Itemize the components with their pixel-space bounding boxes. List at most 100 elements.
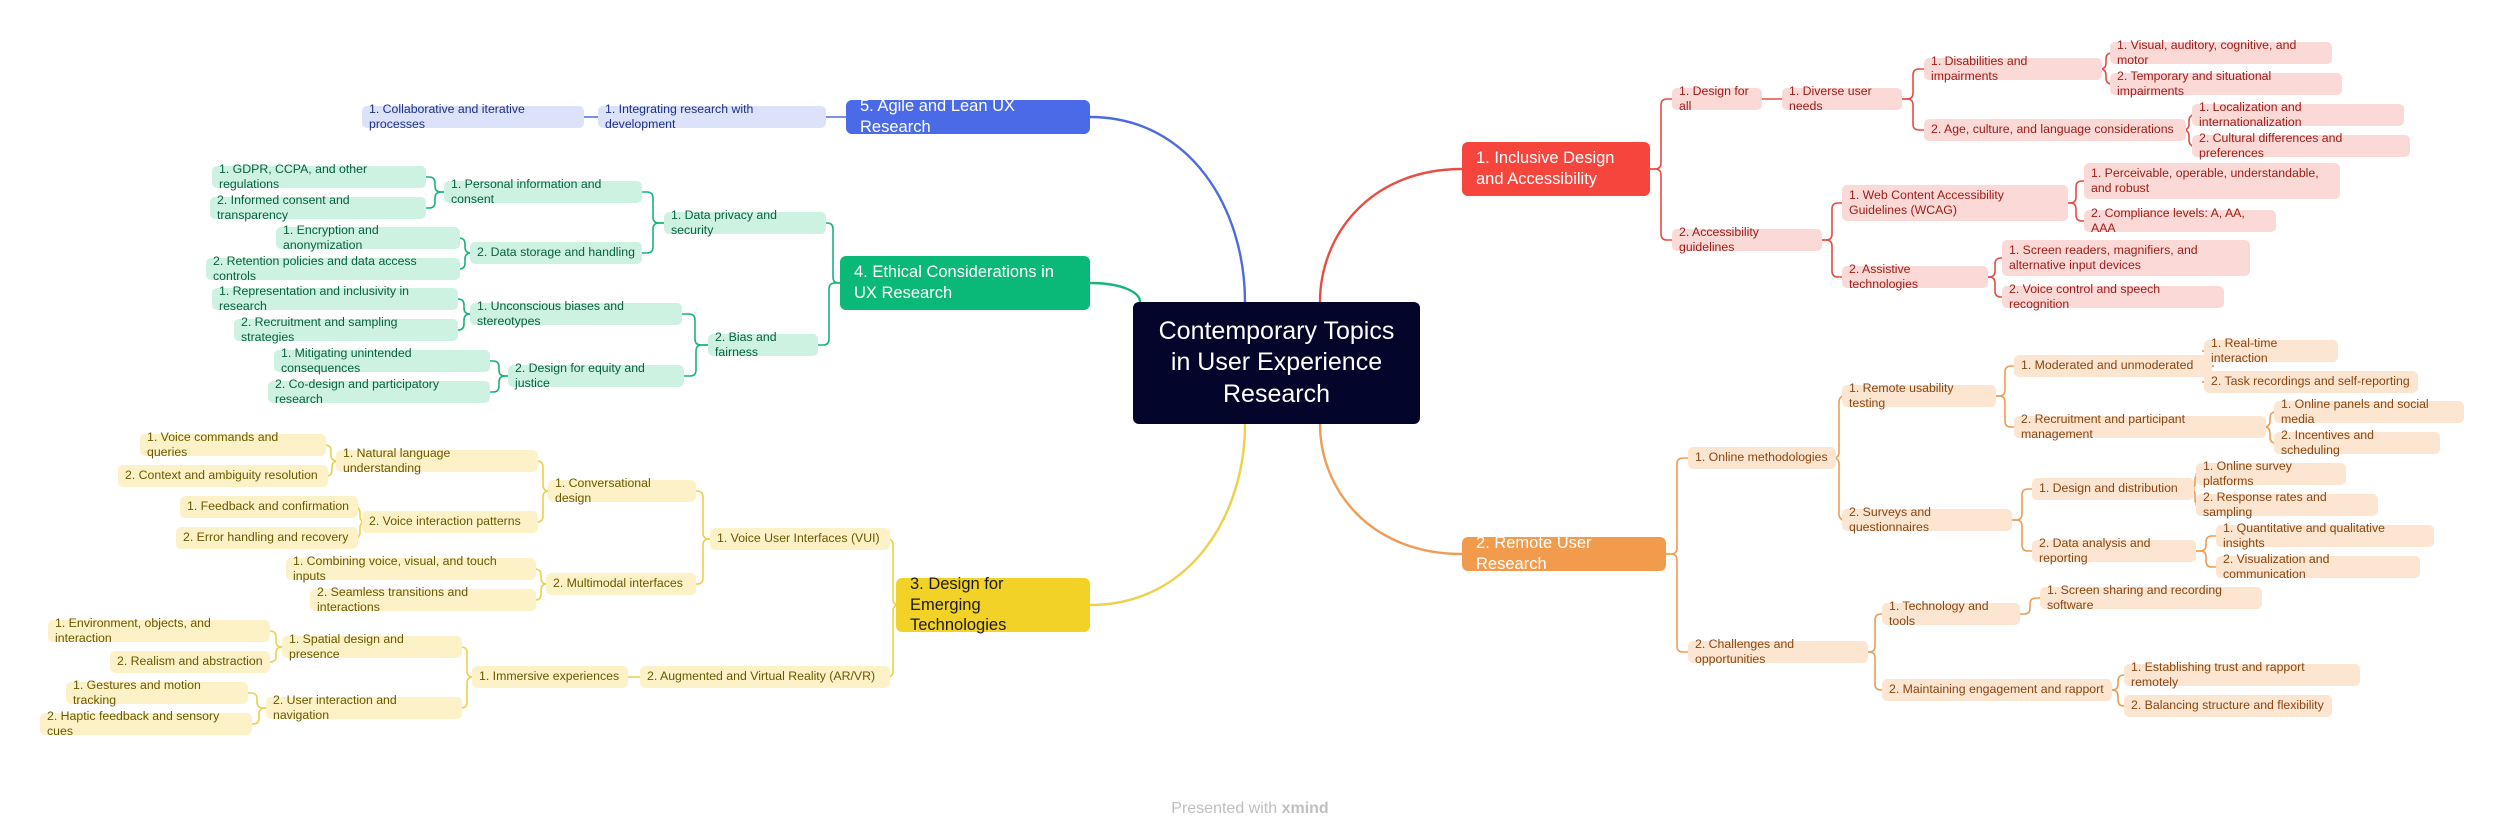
main-topic-3-design-for-emerging-technologies[interactable]: 3. Design for Emerging Technologies xyxy=(896,575,1090,634)
subtopic-2-user-interaction-and-navigation[interactable]: 2. User interaction and navigation xyxy=(266,693,462,722)
node-label: 1. Feedback and confirmation xyxy=(187,499,350,514)
connector-line xyxy=(2099,68,2113,85)
subtopic-1-feedback-and-confirmation[interactable]: 1. Feedback and confirmation xyxy=(180,496,358,518)
subtopic-1-mitigating-unintended-consequences[interactable]: 1. Mitigating unintended consequences xyxy=(274,346,490,375)
node-label: 1. Voice commands and queries xyxy=(147,429,279,459)
subtopic-2-incentives-and-scheduling[interactable]: 2. Incentives and scheduling xyxy=(2274,428,2440,457)
subtopic-1-establishing-trust-and-rapport-remotely[interactable]: 1. Establishing trust and rapport remote… xyxy=(2124,660,2360,689)
subtopic-1-online-survey-platforms[interactable]: 1. Online survey platforms xyxy=(2196,459,2346,488)
subtopic-1-quantitative-and-qualitative-insights[interactable]: 1. Quantitative and qualitative insights xyxy=(2216,521,2434,550)
subtopic-1-visual-auditory-cognitive-and-motor[interactable]: 1. Visual, auditory, cognitive, and moto… xyxy=(2110,38,2332,67)
subtopic-1-immersive-experiences[interactable]: 1. Immersive experiences xyxy=(472,666,628,688)
subtopic-2-balancing-structure-and-flexibility[interactable]: 2. Balancing structure and flexibility xyxy=(2124,695,2332,717)
subtopic-2-response-rates-and-sampling[interactable]: 2. Response rates and sampling xyxy=(2196,490,2378,519)
subtopic-2-error-handling-and-recovery[interactable]: 2. Error handling and recovery xyxy=(176,527,358,549)
subtopic-1-design-and-distribution[interactable]: 1. Design and distribution xyxy=(2032,478,2194,500)
subtopic-2-data-storage-and-handling[interactable]: 2. Data storage and handling xyxy=(470,242,642,264)
subtopic-1-moderated-and-unmoderated[interactable]: 1. Moderated and unmoderated xyxy=(2014,355,2212,377)
subtopic-2-task-recordings-and-self-reporting[interactable]: 2. Task recordings and self-reporting xyxy=(2204,371,2418,393)
subtopic-2-cultural-differences-and-preferences[interactable]: 2. Cultural differences and preferences xyxy=(2192,131,2410,160)
connector-line xyxy=(534,583,548,601)
subtopic-2-data-analysis-and-reporting[interactable]: 2. Data analysis and reporting xyxy=(2032,536,2196,565)
subtopic-1-conversational-design[interactable]: 1. Conversational design xyxy=(548,476,696,505)
node-label: 1. Online panels and social media xyxy=(2281,396,2429,426)
connector-line xyxy=(1821,239,1843,278)
subtopic-1-perceivable-operable-understandable-and-robust[interactable]: 1. Perceivable, operable, understandable… xyxy=(2084,163,2340,199)
subtopic-1-integrating-research-with-development[interactable]: 1. Integrating research with development xyxy=(598,102,826,131)
main-topic-5-agile-and-lean-ux-research[interactable]: 5. Agile and Lean UX Research xyxy=(846,97,1090,136)
connector-line xyxy=(1987,257,2003,278)
subtopic-2-augmented-and-virtual-reality-ar-vr[interactable]: 2. Augmented and Virtual Reality (AR/VR) xyxy=(640,666,890,688)
subtopic-2-co-design-and-participatory-research[interactable]: 2. Co-design and participatory research xyxy=(268,377,490,406)
subtopic-1-data-privacy-and-security[interactable]: 1. Data privacy and security xyxy=(664,208,826,237)
subtopic-1-encryption-and-anonymization[interactable]: 1. Encryption and anonymization xyxy=(276,223,460,252)
connector-line xyxy=(1665,457,1689,555)
connector-line xyxy=(825,222,841,284)
subtopic-1-localization-and-internationalization[interactable]: 1. Localization and internationalization xyxy=(2192,100,2404,129)
main-topic-4-ethical-considerations-in-ux-research[interactable]: 4. Ethical Considerations in UX Research xyxy=(840,256,1090,310)
subtopic-2-voice-interaction-patterns[interactable]: 2. Voice interaction patterns xyxy=(362,511,538,533)
subtopic-2-temporary-and-situational-impairments[interactable]: 2. Temporary and situational impairments xyxy=(2110,69,2342,98)
connector-line xyxy=(1088,281,1142,304)
subtopic-2-recruitment-and-sampling-strategies[interactable]: 2. Recruitment and sampling strategies xyxy=(234,315,458,344)
subtopic-1-disabilities-and-impairments[interactable]: 1. Disabilities and impairments xyxy=(1924,54,2102,83)
subtopic-1-voice-user-interfaces-vui[interactable]: 1. Voice User Interfaces (VUI) xyxy=(710,528,890,550)
subtopic-2-informed-consent-and-transparency[interactable]: 2. Informed consent and transparency xyxy=(210,193,426,222)
subtopic-2-surveys-and-questionnaires[interactable]: 2. Surveys and questionnaires xyxy=(1842,505,2012,534)
subtopic-1-personal-information-and-consent[interactable]: 1. Personal information and consent xyxy=(444,177,642,206)
node-label: 1. Combining voice, visual, and touch in… xyxy=(293,553,497,583)
subtopic-2-context-and-ambiguity-resolution[interactable]: 2. Context and ambiguity resolution xyxy=(118,465,328,487)
subtopic-2-accessibility-guidelines[interactable]: 2. Accessibility guidelines xyxy=(1672,225,1822,254)
subtopic-1-web-content-accessibility-guidelines-wcag[interactable]: 1. Web Content Accessibility Guidelines … xyxy=(1842,185,2068,221)
footer-prefix: Presented with xyxy=(1171,800,1278,817)
subtopic-2-visualization-and-communication[interactable]: 2. Visualization and communication xyxy=(2216,552,2420,581)
subtopic-2-retention-policies-and-data-access-controls[interactable]: 2. Retention policies and data access co… xyxy=(206,254,460,283)
subtopic-2-bias-and-fairness[interactable]: 2. Bias and fairness xyxy=(708,330,818,359)
subtopic-2-voice-control-and-speech-recognition[interactable]: 2. Voice control and speech recognition xyxy=(2002,282,2224,311)
subtopic-1-representation-and-inclusivity-in-research[interactable]: 1. Representation and inclusivity in res… xyxy=(212,284,458,313)
connector-line xyxy=(1901,98,1925,131)
subtopic-2-realism-and-abstraction[interactable]: 2. Realism and abstraction xyxy=(110,651,270,673)
node-label: 2. Incentives and scheduling xyxy=(2281,427,2374,457)
subtopic-1-gestures-and-motion-tracking[interactable]: 1. Gestures and motion tracking xyxy=(66,678,248,707)
subtopic-1-natural-language-understanding[interactable]: 1. Natural language understanding xyxy=(336,446,538,475)
node-label: 1. Environment, objects, and interaction xyxy=(55,615,211,645)
node-label: 2. Visualization and communication xyxy=(2223,551,2330,581)
subtopic-2-challenges-and-opportunities[interactable]: 2. Challenges and opportunities xyxy=(1688,637,1868,666)
subtopic-1-screen-sharing-and-recording-software[interactable]: 1. Screen sharing and recording software xyxy=(2040,583,2262,612)
subtopic-1-online-panels-and-social-media[interactable]: 1. Online panels and social media xyxy=(2274,397,2464,426)
subtopic-1-combining-voice-visual-and-touch-inputs[interactable]: 1. Combining voice, visual, and touch in… xyxy=(286,554,536,583)
connector-line xyxy=(1987,276,2003,298)
subtopic-2-recruitment-and-participant-management[interactable]: 2. Recruitment and participant managemen… xyxy=(2014,412,2266,441)
subtopic-1-remote-usability-testing[interactable]: 1. Remote usability testing xyxy=(1842,381,1996,410)
node-label: 1. Design and distribution xyxy=(2039,481,2178,496)
subtopic-1-screen-readers-magnifiers-and-alternative-inpu[interactable]: 1. Screen readers, magnifiers, and alter… xyxy=(2002,240,2250,276)
subtopic-2-age-culture-and-language-considerations[interactable]: 2. Age, culture, and language considerat… xyxy=(1924,119,2186,141)
subtopic-1-collaborative-and-iterative-processes[interactable]: 1. Collaborative and iterative processes xyxy=(362,102,584,131)
connector-line xyxy=(2195,550,2217,568)
node-label: 2. User interaction and navigation xyxy=(273,692,397,722)
subtopic-1-online-methodologies[interactable]: 1. Online methodologies xyxy=(1688,447,1836,469)
subtopic-2-haptic-feedback-and-sensory-cues[interactable]: 2. Haptic feedback and sensory cues xyxy=(40,709,252,738)
node-label: 2. Remote User Research xyxy=(1476,534,1592,573)
subtopic-1-real-time-interaction[interactable]: 1. Real-time interaction xyxy=(2204,336,2338,365)
subtopic-1-spatial-design-and-presence[interactable]: 1. Spatial design and presence xyxy=(282,632,462,661)
central-topic[interactable]: Contemporary Topics in User Experience R… xyxy=(1133,302,1420,424)
subtopic-2-multimodal-interfaces[interactable]: 2. Multimodal interfaces xyxy=(546,573,696,595)
subtopic-1-unconscious-biases-and-stereotypes[interactable]: 1. Unconscious biases and stereotypes xyxy=(470,299,682,328)
subtopic-1-technology-and-tools[interactable]: 1. Technology and tools xyxy=(1882,599,2020,628)
subtopic-2-maintaining-engagement-and-rapport[interactable]: 2. Maintaining engagement and rapport xyxy=(1882,679,2112,701)
subtopic-2-seamless-transitions-and-interactions[interactable]: 2. Seamless transitions and interactions xyxy=(310,585,536,614)
subtopic-1-voice-commands-and-queries[interactable]: 1. Voice commands and queries xyxy=(140,430,326,459)
node-label: 1. Online survey platforms xyxy=(2203,458,2292,488)
subtopic-2-assistive-technologies[interactable]: 2. Assistive technologies xyxy=(1842,262,1988,291)
subtopic-1-gdpr-ccpa-and-other-regulations[interactable]: 1. GDPR, CCPA, and other regulations xyxy=(212,162,426,191)
subtopic-2-compliance-levels-a-aa-aaa[interactable]: 2. Compliance levels: A, AA, AAA xyxy=(2084,206,2276,235)
connector-line xyxy=(269,646,283,663)
main-topic-2-remote-user-research[interactable]: 2. Remote User Research xyxy=(1462,534,1666,573)
subtopic-2-design-for-equity-and-justice[interactable]: 2. Design for equity and justice xyxy=(508,361,684,390)
subtopic-1-environment-objects-and-interaction[interactable]: 1. Environment, objects, and interaction xyxy=(48,616,270,645)
main-topic-1-inclusive-design-and-accessibility[interactable]: 1. Inclusive Design and Accessibility xyxy=(1462,142,1650,196)
subtopic-1-design-for-all[interactable]: 1. Design for all xyxy=(1672,84,1762,113)
subtopic-1-diverse-user-needs[interactable]: 1. Diverse user needs xyxy=(1782,84,1902,113)
